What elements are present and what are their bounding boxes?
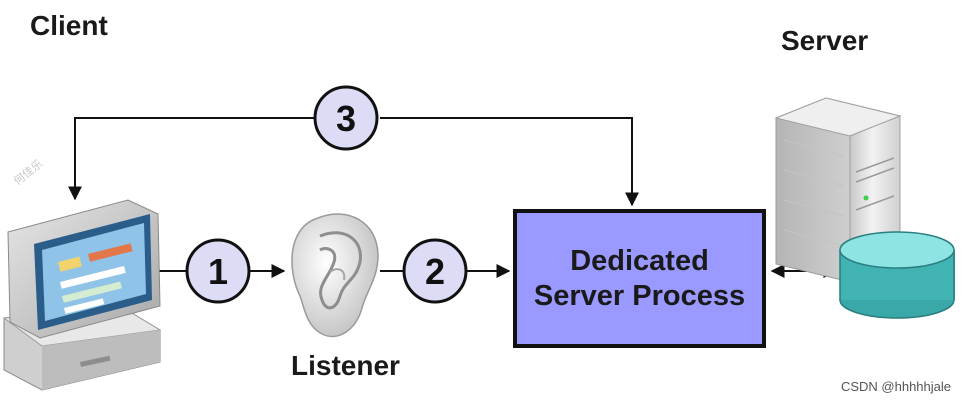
database-icon (839, 231, 955, 319)
step-number-2: 2 (425, 251, 445, 292)
watermark-bottom-right: CSDN @hhhhhjale (840, 379, 951, 394)
server-label: Server (781, 25, 869, 56)
connector-step3 (68, 117, 639, 207)
step-number-3: 3 (336, 98, 356, 139)
dedicated-server-process-box: Dedicated Server Process (513, 209, 766, 348)
step-circle-2: 2 (402, 238, 468, 304)
step-circle-1: 1 (185, 238, 251, 304)
client-label: Client (30, 10, 108, 41)
step-circle-3: 3 (313, 85, 379, 151)
process-box-line2: Server Process (533, 279, 746, 312)
listener-ear-icon (291, 213, 379, 338)
client-computer-icon (2, 199, 162, 391)
step-number-1: 1 (208, 251, 228, 292)
listener-label: Listener (291, 350, 400, 381)
process-box-line1: Dedicated (570, 244, 709, 277)
